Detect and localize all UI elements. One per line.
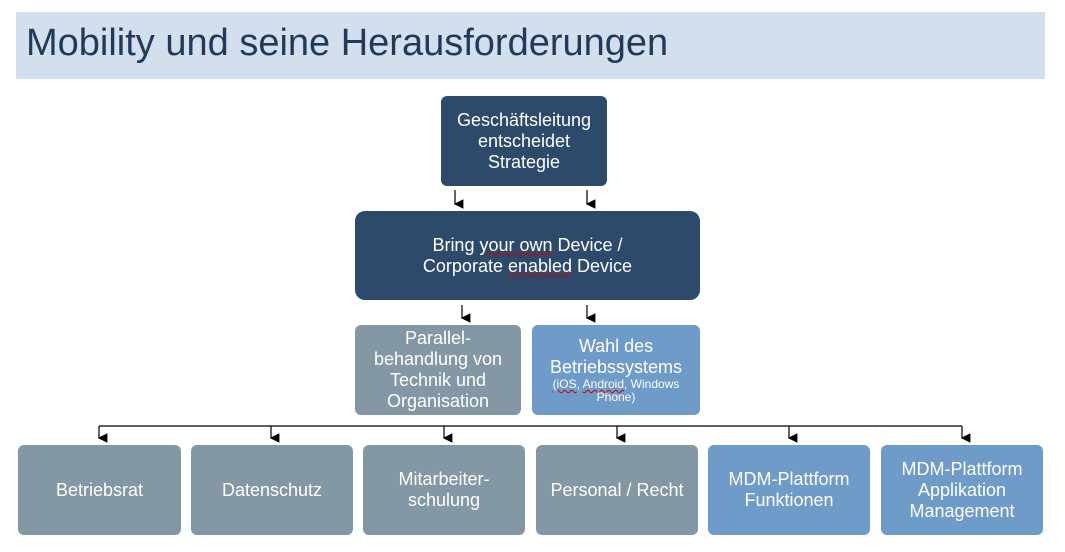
text: Parallel- <box>404 328 472 348</box>
box-mdm-applikation: MDM-Plattform Applikation Management <box>881 445 1043 535</box>
text: Device <box>572 255 633 276</box>
text: behandlung von <box>373 349 503 369</box>
text: Device / <box>552 234 623 255</box>
text: Geschäftsleitung <box>456 109 592 130</box>
box-datenschutz: Datenschutz <box>191 445 353 535</box>
text: Strategie <box>487 151 561 172</box>
text: entscheidet <box>477 130 571 151</box>
text: , <box>576 377 583 391</box>
text: , Windows Phone) <box>596 377 680 404</box>
text: your own <box>479 234 553 255</box>
text: (iOS <box>552 377 577 391</box>
text: Betriebssystems <box>549 357 683 377</box>
text: Bring <box>432 234 480 255</box>
text: Corporate <box>422 255 508 276</box>
box-betriebsrat: Betriebsrat <box>18 445 181 535</box>
text: enabled <box>507 255 573 276</box>
title-bar: Mobility und seine Herausforderungen <box>16 12 1045 79</box>
os-list: (iOS, Android, Windows Phone) <box>536 378 696 404</box>
text: Wahl des <box>578 336 654 356</box>
box-mitarbeiterschulung: Mitarbeiter-schulung <box>363 445 525 535</box>
page-title: Mobility und seine Herausforderungen <box>26 22 669 64</box>
text: Technik und <box>389 370 487 390</box>
box-byod: Bring your own Device / Corporate enabled… <box>355 211 700 300</box>
text: Android <box>582 377 625 391</box>
box-personal-recht: Personal / Recht <box>536 445 698 535</box>
text: Organisation <box>386 391 490 411</box>
box-mdm-funktionen: MDM-Plattform Funktionen <box>708 445 870 535</box>
